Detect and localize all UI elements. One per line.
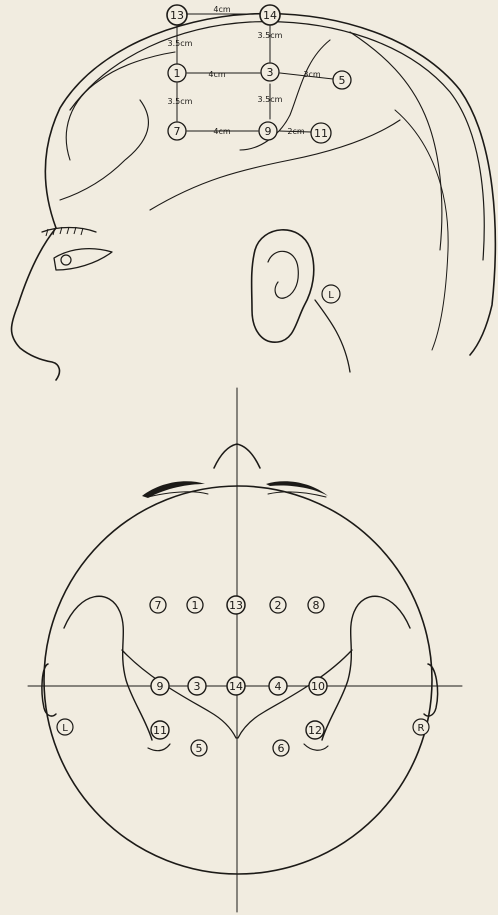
top-point-7: 7 [150,597,166,613]
left-temporal-curve [64,596,152,740]
left-eyebrow [142,481,205,498]
svg-text:3: 3 [267,66,274,79]
top-point-10: 10 [309,677,327,695]
svg-text:1: 1 [192,599,199,612]
svg-text:5: 5 [196,742,203,755]
dist-9-11: 2cm [287,127,304,136]
ear-label-left: L [328,290,334,301]
right-ear [424,664,438,716]
left-lower-curve [148,744,170,751]
top-view: L R 7 1 13 2 8 9 [28,388,462,912]
right-temporal-curve [322,596,410,740]
svg-text:14: 14 [263,9,277,22]
neck-line [315,300,350,372]
top-point-2: 2 [270,597,286,613]
parietal-curve [350,32,442,250]
top-point-14: 14 [227,677,245,695]
dist-1-7: 3.5cm [168,97,193,106]
svg-text:11: 11 [314,127,328,140]
svg-text:1: 1 [174,67,181,80]
top-point-1: 1 [187,597,203,613]
eye-iris [61,255,71,265]
ear-inner [268,251,298,298]
side-point-14: 14 [260,5,280,25]
scalp-inner-line [70,22,484,260]
face-profile [12,228,60,380]
dist-7-9: 4cm [213,127,230,136]
svg-text:14: 14 [229,680,243,693]
v-shape-right [238,650,352,738]
top-point-12: 12 [306,721,324,739]
frontal-lobe-outline [66,52,175,160]
occipital-curve [395,110,448,350]
svg-text:3: 3 [194,680,201,693]
top-point-6: 6 [273,740,289,756]
dist-3-9: 3.5cm [258,95,283,104]
gyrus-line-1 [60,100,148,200]
right-eyebrow [266,481,328,496]
side-point-1: 1 [168,64,186,82]
dist-14-3: 3.5cm [258,31,283,40]
ear [252,230,314,342]
svg-text:13: 13 [170,9,184,22]
side-point-11: 11 [311,123,331,143]
side-point-13: 13 [167,5,187,25]
svg-text:5: 5 [339,74,346,87]
top-label-left: L [57,719,73,735]
dist-1-3: 4cm [208,70,225,79]
dist-3-5: 3cm [303,70,320,79]
top-point-8: 8 [308,597,324,613]
svg-text:9: 9 [157,680,164,693]
svg-text:12: 12 [308,724,322,737]
top-point-11: 11 [151,721,169,739]
svg-text:7: 7 [174,125,181,138]
top-point-13: 13 [227,596,245,614]
svg-text:R: R [418,723,425,734]
dist-13-1: 3.5cm [168,39,193,48]
side-point-9: 9 [259,122,277,140]
svg-text:6: 6 [278,742,285,755]
top-label-right: R [413,719,429,735]
svg-text:10: 10 [311,680,325,693]
side-view: L 4cm 3.5cm 3.5cm 4cm 3cm 3.5cm 3.5cm 4c… [12,5,496,380]
top-point-9: 9 [151,677,169,695]
side-point-7: 7 [168,122,186,140]
svg-text:11: 11 [153,724,167,737]
right-lower-curve [304,744,328,750]
svg-text:13: 13 [229,599,243,612]
side-point-5: 5 [333,71,351,89]
dist-13-14: 4cm [213,5,230,14]
svg-text:9: 9 [265,125,272,138]
top-point-5: 5 [191,740,207,756]
eye [54,249,112,270]
top-point-3: 3 [188,677,206,695]
svg-text:8: 8 [313,599,320,612]
svg-text:7: 7 [155,599,162,612]
top-point-4: 4 [269,677,287,695]
v-shape-left [122,650,236,738]
side-point-3: 3 [261,63,279,81]
svg-text:L: L [62,723,68,734]
svg-text:4: 4 [275,680,282,693]
svg-text:2: 2 [275,599,282,612]
